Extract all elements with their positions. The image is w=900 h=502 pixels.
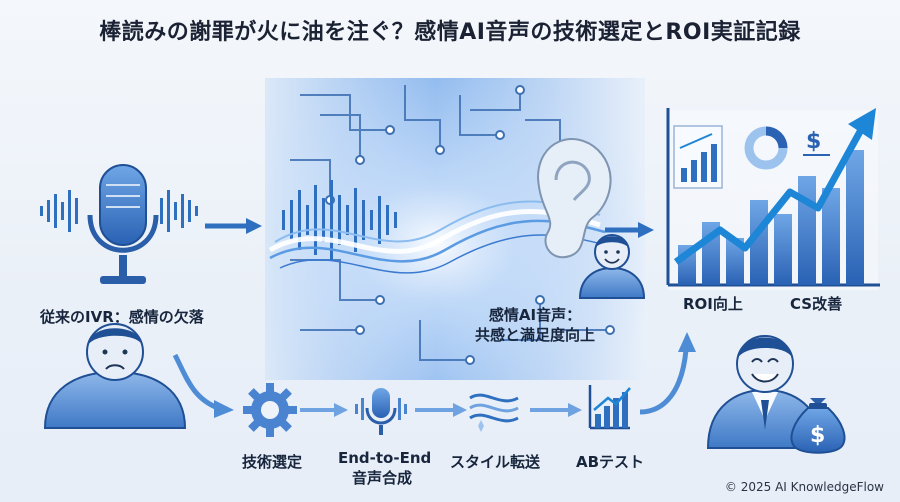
- copyright: © 2025 AI KnowledgeFlow: [724, 480, 884, 494]
- page-title: 棒読みの謝罪が火に油を注ぐ？感情AI音声の技術選定とROI実証記録: [99, 20, 801, 45]
- emotion-ai-label: 感情AI音声： 共感と満足度向上: [470, 305, 600, 345]
- style-transfer-icon: [469, 393, 519, 432]
- roi-label: ROI向上: [683, 295, 743, 313]
- arrow-up-curve: [639, 349, 689, 415]
- ab-test-chart-icon: [588, 385, 631, 430]
- step-tech-selection-label: 技術選定: [241, 453, 302, 471]
- legacy-ivr-label: 従来のIVR：感情の欠落: [40, 308, 204, 326]
- cs-label: CS改善: [790, 295, 843, 313]
- microphone-icon: [40, 164, 198, 284]
- dollar-symbol: $: [806, 129, 821, 154]
- money-bag-icon: $: [790, 398, 846, 454]
- ear-icon: [536, 138, 612, 259]
- money-bag-dollar: $: [810, 423, 825, 448]
- happy-person-icon: [578, 234, 646, 299]
- sad-person-icon: [43, 323, 187, 429]
- roi-chart-icon: $: [666, 108, 880, 290]
- step-style-transfer-label: スタイル転送: [449, 453, 540, 471]
- gear-icon: [243, 383, 297, 437]
- arrow-down-curve: [172, 353, 219, 411]
- step-ab-test-label: ABテスト: [575, 453, 645, 471]
- step-e2e-tts-label: End-to-End 音声合成: [338, 448, 432, 488]
- step-e2e-tts-line2: 音声合成: [351, 469, 412, 487]
- step-e2e-tts-line1: End-to-End: [338, 449, 432, 467]
- emotion-ai-label-line1: 感情AI音声：: [488, 306, 582, 324]
- emotion-ai-label-line2: 共感と満足度向上: [474, 326, 595, 344]
- small-microphone-icon: [355, 388, 407, 435]
- waveform: [282, 180, 397, 260]
